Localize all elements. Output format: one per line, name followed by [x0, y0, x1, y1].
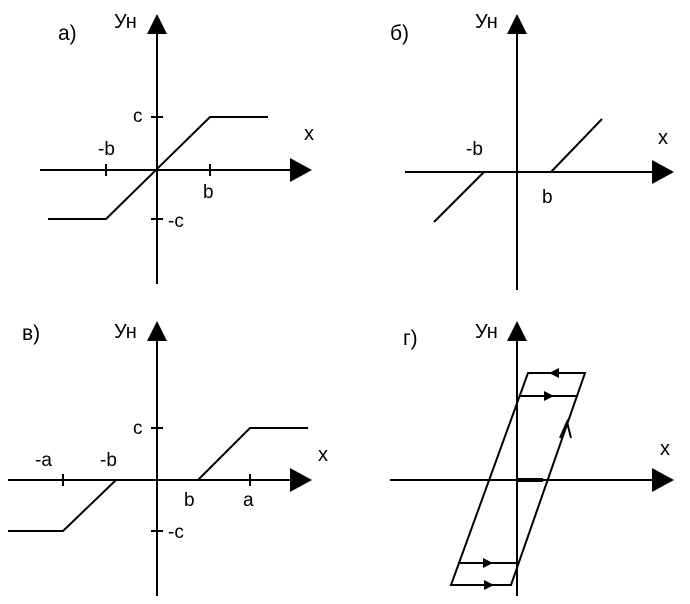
panel-a-tick-label-neg-b: -b — [98, 139, 115, 160]
panel-v-tick-label-b: b — [184, 490, 195, 511]
panel-v-tick-label-neg-a: -a — [35, 450, 52, 471]
panel-v-characteristic-left — [8, 479, 117, 532]
panel-v-tick-label-neg-b: -b — [100, 450, 117, 471]
panel-b-y-label: Ун — [475, 11, 498, 33]
panel-v-tick-label-neg-c: -c — [168, 522, 184, 543]
panel-g-label: г) — [403, 327, 418, 350]
panel-g-arrow-lower-right — [483, 558, 493, 568]
panel-g-y-arrow — [507, 321, 527, 341]
panel-g-arrow-bottom-right — [484, 580, 494, 590]
panel-a-label: а) — [58, 22, 77, 45]
panel-a-tick-label-b: b — [203, 182, 214, 203]
panel-a-y-label: Ун — [114, 11, 137, 33]
panel-g-x-label: х — [660, 438, 670, 460]
panel-v-y-label: Ун — [114, 321, 137, 343]
panel-g-x-arrow — [652, 468, 674, 492]
panel-a-x-arrow — [290, 158, 312, 182]
panel-b-label: б) — [390, 22, 409, 45]
panel-a-tick-label-neg-c: -c — [168, 211, 184, 232]
panel-v-label: в) — [22, 322, 40, 345]
panel-b-x-arrow — [652, 160, 674, 184]
panel-g-hysteresis-loop — [449, 372, 587, 586]
panel-g: г) Ун х — [390, 321, 674, 596]
panel-v: в) Ун х -a -b b a c -c — [8, 321, 328, 596]
panel-b-line-left — [433, 171, 485, 223]
panel-b-line-right — [550, 118, 603, 173]
panel-v-x-arrow — [290, 468, 312, 492]
panel-v-characteristic-right — [197, 427, 308, 481]
panel-g-arrow-up-slope — [559, 418, 572, 439]
panel-g-arrow-top-left — [549, 368, 559, 378]
panel-v-y-arrow — [147, 321, 167, 341]
panel-b-y-arrow — [507, 14, 527, 34]
panel-a-y-arrow — [147, 14, 167, 34]
panel-v-tick-label-a: a — [243, 490, 254, 511]
panel-b-tick-label-b: b — [542, 187, 553, 208]
panel-a-characteristic — [48, 116, 268, 220]
panel-b-x-label: х — [658, 127, 668, 149]
panel-b-tick-label-neg-b: -b — [466, 139, 483, 160]
panel-a-x-label: х — [304, 123, 314, 145]
panel-g-y-label: Ун — [475, 321, 498, 343]
panel-g-arrow-upper-right — [544, 391, 554, 401]
panel-v-x-label: х — [318, 444, 328, 466]
panel-b: б) Ун х -b b — [390, 11, 674, 290]
panel-a-tick-label-c: c — [133, 106, 143, 127]
panel-a: а) Ун х -b b c -c — [40, 11, 314, 284]
panel-v-tick-label-c: c — [133, 418, 143, 439]
